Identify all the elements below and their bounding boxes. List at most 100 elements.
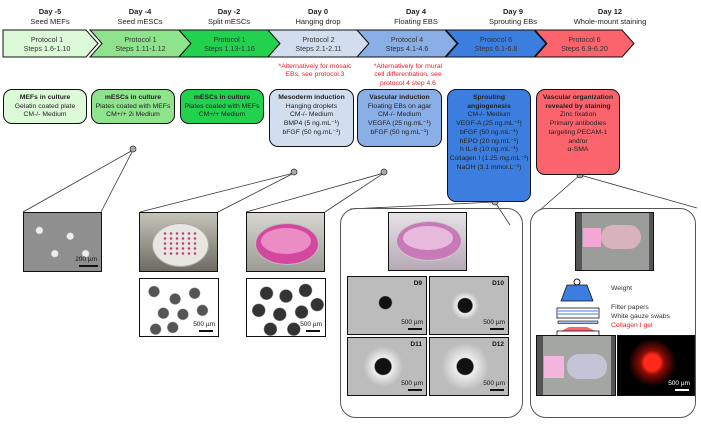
box-title: Sprouting angiogenesis <box>467 94 511 110</box>
label-sticker <box>544 356 564 378</box>
box-line: Hanging droplets <box>285 102 338 110</box>
scale-label: 500 µm <box>401 380 423 387</box>
press-diagram <box>556 278 600 337</box>
stage-box-staining: Vascular organization revealed by staini… <box>536 89 620 175</box>
scale-label: 500 µm <box>193 321 215 328</box>
day-label: Day -5 <box>38 7 62 16</box>
box-line: Zinc fixation <box>559 111 597 119</box>
box-title: mESCs in culture <box>193 94 251 101</box>
dish-medium <box>403 226 453 250</box>
fluorescence-image: 500 µm <box>617 335 695 396</box>
scale-bar <box>79 265 98 267</box>
protocol-label: Protocol 1 <box>124 35 157 44</box>
scale-bar <box>199 330 213 332</box>
sprouting-dish-photo <box>388 212 467 271</box>
box-line: h IL-6 (10 ng.mL⁻¹) <box>460 146 518 154</box>
scale-bar <box>490 389 504 391</box>
scale-bar <box>306 330 320 332</box>
box-line: CM-/- Medium <box>23 111 67 119</box>
steps-label: Steps 1.11-1.12 <box>115 43 166 53</box>
box-line: CM-/- Medium <box>289 111 334 119</box>
sprout-micrograph-d9: D9 500 µm <box>347 276 427 335</box>
scale-bar <box>408 389 422 391</box>
note-line: *Alternatively for mural <box>373 63 443 70</box>
steps-label: Steps 2.1-2.11 <box>295 43 342 53</box>
stage-box-mesoderm: Mesoderm induction Hanging droplets CM-/… <box>269 89 354 147</box>
filter-papers-icon <box>556 307 600 319</box>
note-mosaic: *Alternatively for mosaic EBs, see proto… <box>270 63 360 80</box>
day-step: Sprouting EBs <box>489 17 537 26</box>
gel-drop <box>601 225 641 249</box>
dish-medium <box>261 228 311 254</box>
protocol-label: Protocol 6 <box>568 35 601 44</box>
box-line: CM-/- Medium <box>467 111 511 119</box>
day-step: Whole-mount staining <box>573 17 647 26</box>
box-line: bFGF (50 ng.mL⁻¹) <box>282 128 341 136</box>
label-sticker <box>583 228 601 247</box>
eb-micrograph-day4: 500 µm <box>246 278 326 337</box>
staining-panel <box>530 208 696 418</box>
slide-setup-photo <box>575 212 654 271</box>
box-line: hEPO (20 ng.mL⁻¹) <box>459 137 519 145</box>
box-line: VEGFA (25 ng.mL⁻¹) <box>368 120 431 128</box>
connector-dot <box>290 168 298 176</box>
note-line: EBs, see protocol 3 <box>285 71 345 79</box>
hanging-drop-dish-photo <box>139 212 218 272</box>
box-line: VEGF-A (25 ng.mL⁻¹) <box>456 120 522 128</box>
box-line: Plates coated with MEFs <box>184 102 260 110</box>
sprout-micrograph-d12: D12 500 µm <box>429 337 509 396</box>
box-title: Mesoderm induction <box>278 94 345 101</box>
protocol-label: Protocol 2 <box>302 35 335 44</box>
box-title: Vascular induction <box>369 94 430 101</box>
note-line: protocol 4 step 4.6 <box>380 79 436 87</box>
day-label: Day 9 <box>502 7 523 16</box>
scale-bar <box>490 328 504 330</box>
scale-label: 500 µm <box>668 380 690 387</box>
sprouting-panel <box>340 208 523 418</box>
weight-icon <box>560 284 594 302</box>
box-line: NaOH (3.1 mmol.L⁻¹) <box>456 163 522 171</box>
eb-micrograph-day0: 500 µm <box>139 278 219 337</box>
box-line: α-SMA <box>567 146 589 154</box>
day-tag: D10 <box>492 280 504 287</box>
gauze-icon <box>557 320 599 324</box>
stage-box-mescs: mESCs in culture Plates coated with MEFs… <box>180 89 264 124</box>
box-line: targeting PECAM-1 <box>548 128 608 136</box>
connector-dot <box>129 145 137 153</box>
steps-label: Steps 4.1-4.6 <box>385 43 429 53</box>
stained-slide-photo <box>536 335 616 396</box>
sprout-micrograph-d11: D11 500 µm <box>347 337 427 396</box>
box-line: Gelatin coated plate <box>14 102 76 110</box>
box-line: CM+/+ Medium <box>198 111 246 119</box>
steps-label: Steps 1.6-1.10 <box>23 43 71 53</box>
box-title: mESCs in culture <box>104 94 162 101</box>
steps-label: Steps 6.1-6.8 <box>474 43 518 53</box>
scale-label: 500 µm <box>300 321 322 328</box>
gel-drop <box>567 354 607 379</box>
collagen-gel-icon <box>561 327 595 331</box>
droplets-icon <box>162 231 198 257</box>
connector-dot <box>380 168 388 176</box>
day-step: Split mESCs <box>207 17 251 26</box>
scale-bar <box>675 389 689 391</box>
box-line: Floating EBs on agar <box>367 102 432 110</box>
mef-micrograph: 200 µm <box>23 212 102 272</box>
box-line: and/or <box>568 137 588 145</box>
protocol-label: Protocol 4 <box>390 35 424 44</box>
scale-label: 200 µm <box>75 256 97 263</box>
box-line: BMP4 (5 ng.mL⁻¹) <box>283 120 340 128</box>
protocol-label: Protocol 1 <box>30 35 64 44</box>
scale-label: 500 µm <box>483 380 505 387</box>
scale-bar <box>408 328 422 330</box>
scale-label: 500 µm <box>401 319 423 326</box>
